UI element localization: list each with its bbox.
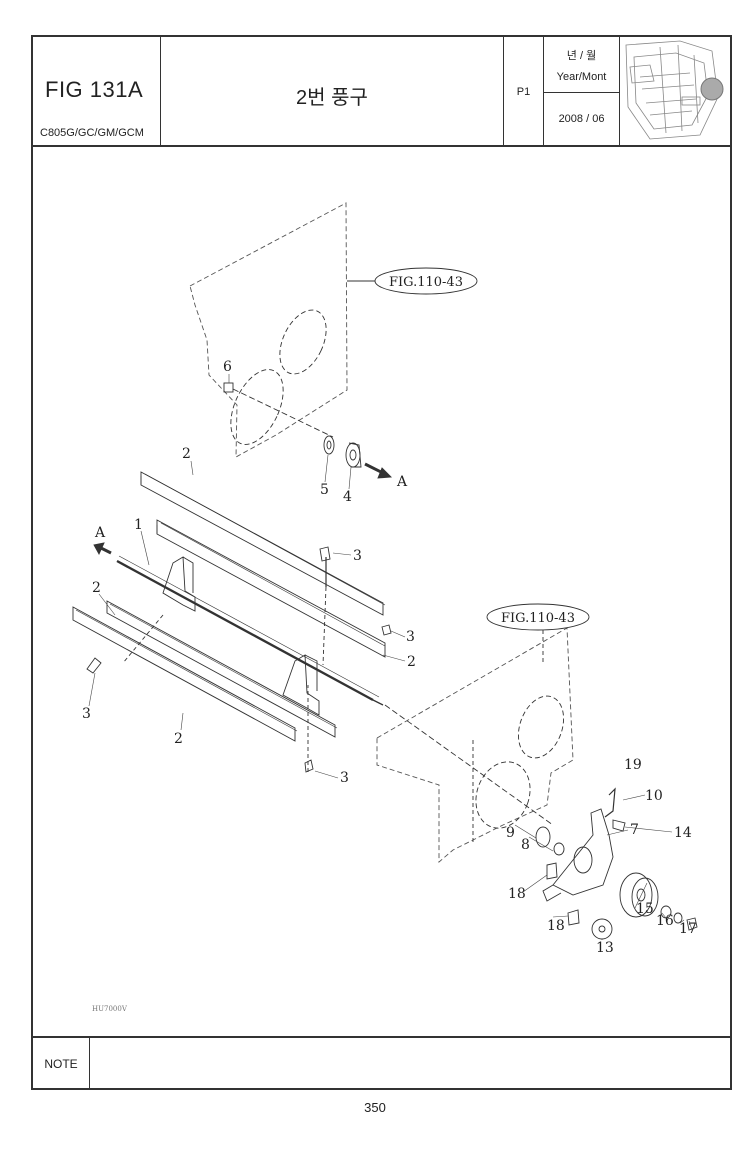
callout-number: 18 — [508, 886, 526, 902]
callout-number: 5 — [320, 482, 329, 498]
arrow-label: A — [94, 525, 106, 541]
machine-thumbnail-icon — [625, 40, 724, 140]
date-divider — [544, 92, 619, 93]
callout-number: 17 — [679, 921, 697, 937]
callout-number: 4 — [343, 489, 352, 505]
drawing-code: HU7000V — [92, 1005, 128, 1013]
date-value: 2008 / 06 — [558, 113, 605, 125]
callout-number: 15 — [636, 901, 654, 917]
page-title: 2번 풍구 — [296, 87, 368, 109]
callout-number: 19 — [624, 757, 642, 773]
callout-number: 2 — [92, 580, 101, 596]
header-block: FIG 131A C805G/GC/GM/GCM 2번 풍구 P1 년 / 월 … — [33, 37, 730, 147]
callout-number: 6 — [223, 359, 232, 375]
note-label: NOTE — [33, 1038, 90, 1090]
page-label: P1 — [516, 86, 531, 98]
page-number: 350 — [364, 1100, 386, 1115]
parts-sheet: FIG 131A C805G/GC/GM/GCM 2번 풍구 P1 년 / 월 … — [31, 35, 732, 1090]
callout-number: 3 — [82, 706, 91, 722]
exploded-parts-diagram: FIG.110-43 FIG.110-43 A A 1 2 2 2 2 3 3 … — [72, 202, 698, 1013]
callout-number: 2 — [174, 731, 183, 747]
callout-number: 9 — [506, 825, 515, 841]
reference-label: FIG.110-43 — [501, 611, 575, 626]
note-section: NOTE — [33, 1036, 730, 1090]
callout-number: 1 — [134, 517, 143, 533]
fig-cell: FIG 131A C805G/GC/GM/GCM — [33, 37, 161, 145]
callout-number: 3 — [340, 770, 349, 786]
callout-number: 18 — [547, 918, 565, 934]
callout-number: 8 — [521, 837, 530, 853]
reference-label: FIG.110-43 — [389, 275, 463, 290]
figure-number: FIG 131A — [45, 77, 144, 102]
date-label-en: Year/Mont — [556, 71, 607, 83]
thumbnail-cell — [620, 37, 730, 145]
callout-number: 10 — [645, 788, 663, 804]
callout-number: 2 — [407, 654, 416, 670]
callout-number: 3 — [406, 629, 415, 645]
callout-number: 16 — [656, 913, 674, 929]
callout-number: 14 — [674, 825, 692, 841]
model-list: C805G/GC/GM/GCM — [40, 127, 144, 139]
page-cell: P1 — [504, 37, 544, 145]
callout-number: 7 — [630, 822, 639, 838]
arrow-label: A — [396, 474, 408, 490]
date-label-ko: 년 / 월 — [566, 50, 597, 62]
callout-number: 3 — [353, 548, 362, 564]
callout-number: 2 — [182, 446, 191, 462]
date-cell: 년 / 월 Year/Mont 2008 / 06 — [544, 37, 620, 145]
title-cell: 2번 풍구 — [161, 37, 504, 145]
callout-number: 13 — [596, 940, 614, 956]
